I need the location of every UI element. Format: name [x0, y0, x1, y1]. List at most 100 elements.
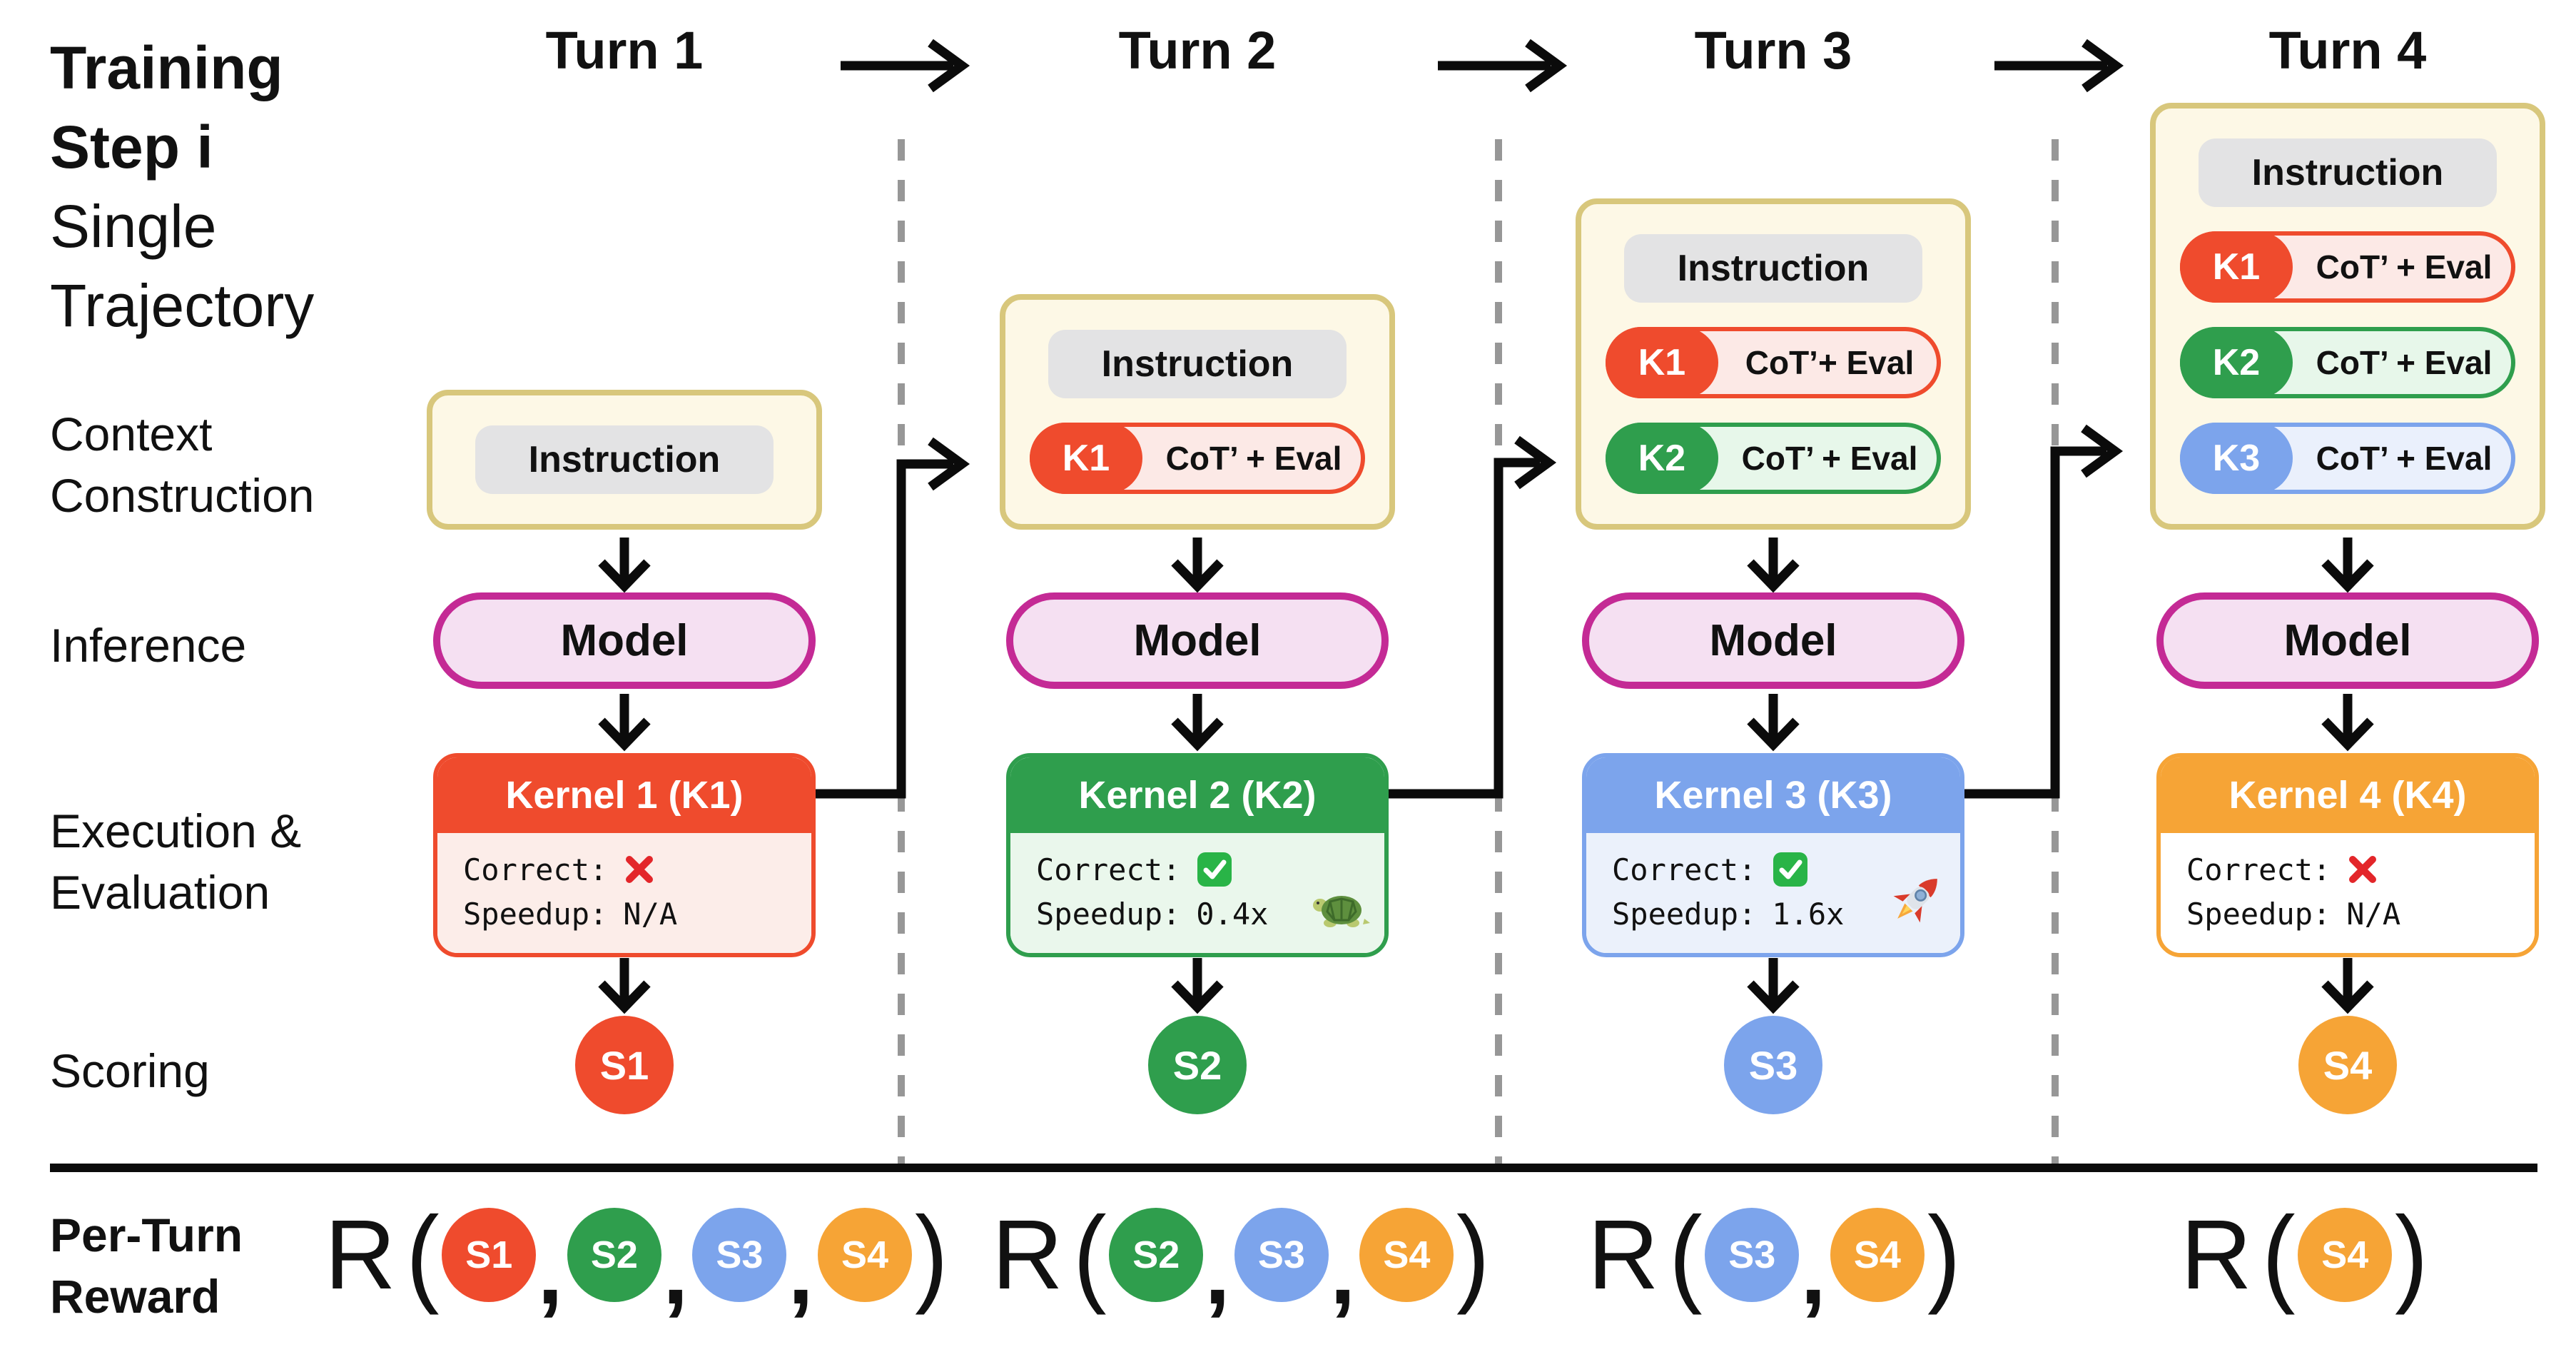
turn-column-1: Turn 1 Instruction Model Kernel 1 (K1) C… — [427, 0, 822, 1352]
chip-label: CoT’ + Eval — [2316, 248, 2493, 286]
context-chip-k2: K2 CoT’ + Eval — [1606, 423, 1941, 494]
correct-label: Correct: — [2186, 852, 2331, 887]
close-paren: ) — [1927, 1194, 1961, 1316]
instruction-box: Instruction K1 CoT’ + Eval K2 CoT’ + Eva… — [2150, 103, 2545, 530]
cross-icon — [626, 856, 654, 883]
model-box: Model — [2156, 592, 2539, 689]
chip-label: CoT’ + Eval — [2316, 344, 2493, 381]
speedup-value: 0.4x — [1196, 896, 1269, 932]
context-chip-k1: K1 CoT’ + Eval — [2180, 231, 2515, 303]
correct-row: Correct: — [1036, 847, 1384, 892]
chip-tag: K1 — [1606, 327, 1718, 398]
instruction-box: Instruction K1 CoT’ + Eval — [1000, 294, 1395, 530]
score-token: S4 — [817, 1208, 912, 1302]
row-label-reward: Per-Turn Reward — [50, 1209, 243, 1323]
turn-column-4: Turn 4 Instruction K1 CoT’ + Eval K2 CoT… — [2150, 0, 2545, 1352]
score-token: S3 — [1234, 1208, 1329, 1302]
close-paren: ) — [1456, 1194, 1491, 1316]
close-paren: ) — [2395, 1194, 2428, 1316]
speedup-label: Speedup: — [1036, 896, 1181, 932]
score-token: S3 — [1705, 1208, 1800, 1302]
speedup-row: Speedup: 0.4x — [1036, 892, 1384, 936]
speedup-row: Speedup: N/A — [463, 892, 811, 936]
turn-header: Turn 2 — [1118, 21, 1277, 80]
check-icon — [1197, 852, 1232, 887]
open-paren: ( — [2261, 1194, 2296, 1316]
chip-label: CoT’+ Eval — [1745, 344, 1915, 381]
score-token: S4 — [2298, 1208, 2393, 1302]
turn-header: Turn 3 — [1694, 21, 1852, 80]
score-circle: S1 — [575, 1016, 674, 1114]
open-paren: ( — [1073, 1194, 1107, 1316]
reward-function: R — [2181, 1200, 2252, 1310]
comma: , — [1800, 1221, 1826, 1323]
score-circle: S4 — [2298, 1016, 2397, 1114]
comma: , — [662, 1221, 689, 1323]
kernel-body: Correct: Speedup: 0.4x — [1010, 833, 1384, 953]
stage-arrow — [598, 538, 2374, 1014]
kernel-box: Kernel 2 (K2) Correct: Speedup: 0.4x — [1006, 753, 1389, 957]
kernel-body: Correct: Speedup: N/A — [2161, 833, 2535, 953]
comma: , — [1205, 1221, 1230, 1323]
context-chip-k1: K1 CoT’ + Eval — [1030, 423, 1365, 494]
correct-row: Correct: — [2186, 847, 2535, 892]
kernel-box: Kernel 3 (K3) Correct: Speedup: 1.6x — [1582, 753, 1964, 957]
instruction-chip: Instruction — [1624, 234, 1922, 303]
speedup-value: N/A — [623, 896, 678, 932]
speedup-label: Speedup: — [2186, 896, 2331, 932]
reward-group-2: R ( S2 , S3 , S4 ) — [992, 1194, 1491, 1323]
kernel-box: Kernel 4 (K4) Correct: Speedup: N/A — [2156, 753, 2539, 957]
reward-function: R — [1588, 1200, 1659, 1310]
correct-label: Correct: — [1036, 852, 1181, 887]
turn-header: Turn 1 — [545, 21, 704, 80]
score-token: S4 — [1359, 1208, 1454, 1302]
reward-group-1: R ( S1 , S2 , S3 , S4 ) — [325, 1194, 950, 1323]
instruction-chip: Instruction — [2199, 138, 2497, 207]
score-circle: S3 — [1724, 1016, 1822, 1114]
score-token: S1 — [442, 1208, 537, 1302]
page-title-bold: Training Step i — [50, 34, 283, 181]
model-box: Model — [433, 592, 816, 689]
rocket-icon — [1893, 879, 1937, 923]
correct-row: Correct: — [463, 847, 811, 892]
score-token: S2 — [567, 1208, 661, 1302]
correct-row: Correct: — [1612, 847, 1960, 892]
check-icon — [1773, 852, 1808, 887]
score-token: S2 — [1109, 1208, 1204, 1302]
turtle-icon — [1313, 896, 1370, 927]
speedup-label: Speedup: — [463, 896, 608, 932]
instruction-chip: Instruction — [1048, 330, 1347, 398]
open-paren: ( — [405, 1194, 440, 1316]
context-chip-k2: K2 CoT’ + Eval — [2180, 327, 2515, 398]
speedup-value: 1.6x — [1772, 896, 1845, 932]
model-box: Model — [1006, 592, 1389, 689]
reward-function: R — [325, 1200, 396, 1310]
turn-column-2: Turn 2 Instruction K1 CoT’ + Eval Model … — [1000, 0, 1395, 1352]
close-paren: ) — [915, 1194, 948, 1316]
kernel-body: Correct: Speedup: N/A — [437, 833, 811, 953]
chip-tag: K2 — [2180, 327, 2293, 398]
kernel-box: Kernel 1 (K1) Correct: Speedup: N/A — [433, 753, 816, 957]
reward-group-3: R ( S3 , S4 ) — [1588, 1194, 1962, 1323]
correct-label: Correct: — [463, 852, 608, 887]
score-token: S4 — [1830, 1208, 1925, 1302]
chip-label: CoT’ + Eval — [1165, 440, 1342, 477]
speedup-row: Speedup: 1.6x — [1612, 892, 1960, 936]
kernel-header: Kernel 4 (K4) — [2161, 757, 2535, 833]
context-chip-k3: K3 CoT’ + Eval — [2180, 423, 2515, 494]
open-paren: ( — [1668, 1194, 1703, 1316]
chip-tag: K1 — [1030, 423, 1142, 494]
instruction-box: Instruction — [427, 390, 822, 530]
chip-tag: K1 — [2180, 231, 2293, 303]
model-box: Model — [1582, 592, 1964, 689]
row-label-context: Context Construction — [50, 408, 315, 522]
turn-header: Turn 4 — [2268, 21, 2427, 80]
context-chip-k1: K1 CoT’+ Eval — [1606, 327, 1941, 398]
row-label-scoring: Scoring — [50, 1044, 210, 1097]
reward-group-4: R ( S4 ) — [2181, 1201, 2430, 1309]
speedup-label: Speedup: — [1612, 896, 1757, 932]
score-token: S3 — [692, 1208, 787, 1302]
comma: , — [537, 1221, 563, 1323]
page-title-sub: Single Trajectory — [50, 192, 315, 339]
